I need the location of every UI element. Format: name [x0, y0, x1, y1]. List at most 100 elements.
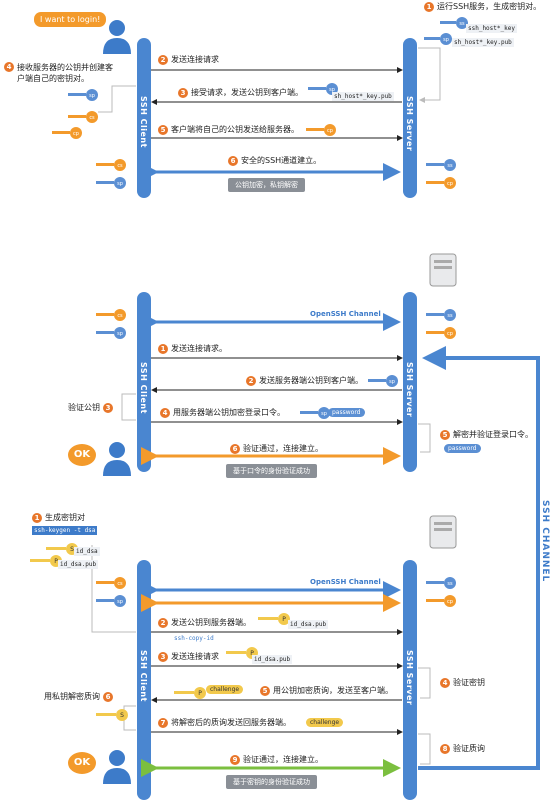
- key-icon: cp: [426, 592, 458, 607]
- s1-pill: 公钥加密，私钥解密: [228, 178, 305, 192]
- key-icon: sp: [308, 80, 340, 95]
- key-icon: ss: [426, 306, 458, 321]
- key-icon: cs: [68, 108, 100, 123]
- password-tag: password: [328, 408, 365, 417]
- key-icon: S: [96, 706, 130, 721]
- key-icon: sp: [300, 404, 332, 419]
- key-icon: cp: [306, 121, 338, 136]
- server-lane-1: [403, 38, 417, 198]
- key-icon: sp: [368, 372, 400, 387]
- svg-text:sp: sp: [117, 599, 123, 605]
- key-icon: cs: [96, 156, 128, 171]
- svg-text:cs: cs: [89, 115, 95, 121]
- challenge-tag: challenge: [206, 685, 244, 694]
- client-lane-label: SSH Client: [139, 362, 148, 414]
- svg-text:sp: sp: [321, 411, 327, 417]
- ssh-copy-id: ssh-copy-id: [174, 635, 214, 642]
- user-icon: [103, 750, 131, 784]
- s2-pill: 基于口令的身份验证成功: [226, 464, 317, 478]
- svg-text:cs: cs: [117, 313, 123, 319]
- key-icon: cp: [426, 324, 458, 339]
- key-icon: cp: [426, 174, 458, 189]
- server-lane-label: SSH Server: [405, 96, 414, 152]
- svg-text:cp: cp: [447, 331, 453, 337]
- key-icon: sp: [68, 86, 100, 101]
- user-icon: [103, 20, 131, 54]
- client-lane-label: SSH Client: [139, 96, 148, 148]
- svg-text:sp: sp: [443, 37, 449, 43]
- svg-text:ss: ss: [447, 581, 453, 587]
- ok-badge: OK: [68, 444, 96, 466]
- server-icon: [429, 515, 457, 549]
- svg-text:cp: cp: [447, 181, 453, 187]
- s1-step3-file: sh_host*_key.pub: [332, 92, 394, 101]
- keygen-command: ssh-keygen -t dsa: [32, 526, 98, 535]
- client-lane-2: [137, 292, 151, 472]
- key-file-private: ssh_host*_key: [466, 24, 517, 33]
- svg-text:S: S: [120, 712, 124, 719]
- client-lane-label: SSH Client: [139, 650, 148, 702]
- client-lane-3: [137, 560, 151, 800]
- ok-badge: OK: [68, 752, 96, 774]
- key-icon: sp: [96, 324, 128, 339]
- svg-text:sp: sp: [117, 331, 123, 337]
- s3-pill: 基于密钥的身份验证成功: [226, 775, 317, 789]
- key-icon: sp: [96, 592, 128, 607]
- svg-text:sp: sp: [329, 87, 335, 93]
- svg-text:P: P: [198, 690, 202, 697]
- challenge-tag: challenge: [306, 718, 344, 727]
- svg-text:cs: cs: [117, 581, 123, 587]
- svg-text:ss: ss: [447, 163, 453, 169]
- svg-text:ss: ss: [447, 313, 453, 319]
- server-lane-label: SSH Server: [405, 650, 414, 706]
- svg-text:S: S: [70, 546, 74, 553]
- svg-text:cs: cs: [117, 163, 123, 169]
- svg-text:P: P: [282, 616, 286, 623]
- key-icon: sp: [424, 30, 454, 45]
- server-lane-3: [403, 560, 417, 800]
- key-icon: ss: [440, 14, 470, 29]
- server-lane-label: SSH Server: [405, 362, 414, 418]
- client-lane-1: [137, 38, 151, 198]
- key-icon: cs: [96, 574, 128, 589]
- svg-text:sp: sp: [89, 93, 95, 99]
- key-icon: cs: [96, 306, 128, 321]
- id-dsa-file: id_dsa: [74, 547, 100, 556]
- id-dsa-pub-file: id_dsa.pub: [58, 560, 99, 569]
- svg-text:P: P: [54, 558, 58, 565]
- key-icon: P: [174, 684, 208, 699]
- svg-text:sp: sp: [389, 379, 395, 385]
- ssh-channel-side-label: SSH CHANNEL: [540, 500, 550, 583]
- key-file-public: sh_host*_key.pub: [452, 38, 514, 47]
- key-icon: P: [258, 610, 292, 625]
- s3-step2-file: id_dsa.pub: [288, 620, 329, 629]
- server-lane-2: [403, 292, 417, 472]
- key-icon: cp: [52, 124, 84, 139]
- key-icon: ss: [426, 156, 458, 171]
- user-icon: [103, 442, 131, 476]
- svg-text:P: P: [250, 650, 254, 657]
- svg-text:sp: sp: [117, 181, 123, 187]
- s2-channel: OpenSSH Channel: [310, 310, 381, 318]
- svg-text:ss: ss: [459, 21, 465, 27]
- svg-text:cp: cp: [327, 128, 333, 134]
